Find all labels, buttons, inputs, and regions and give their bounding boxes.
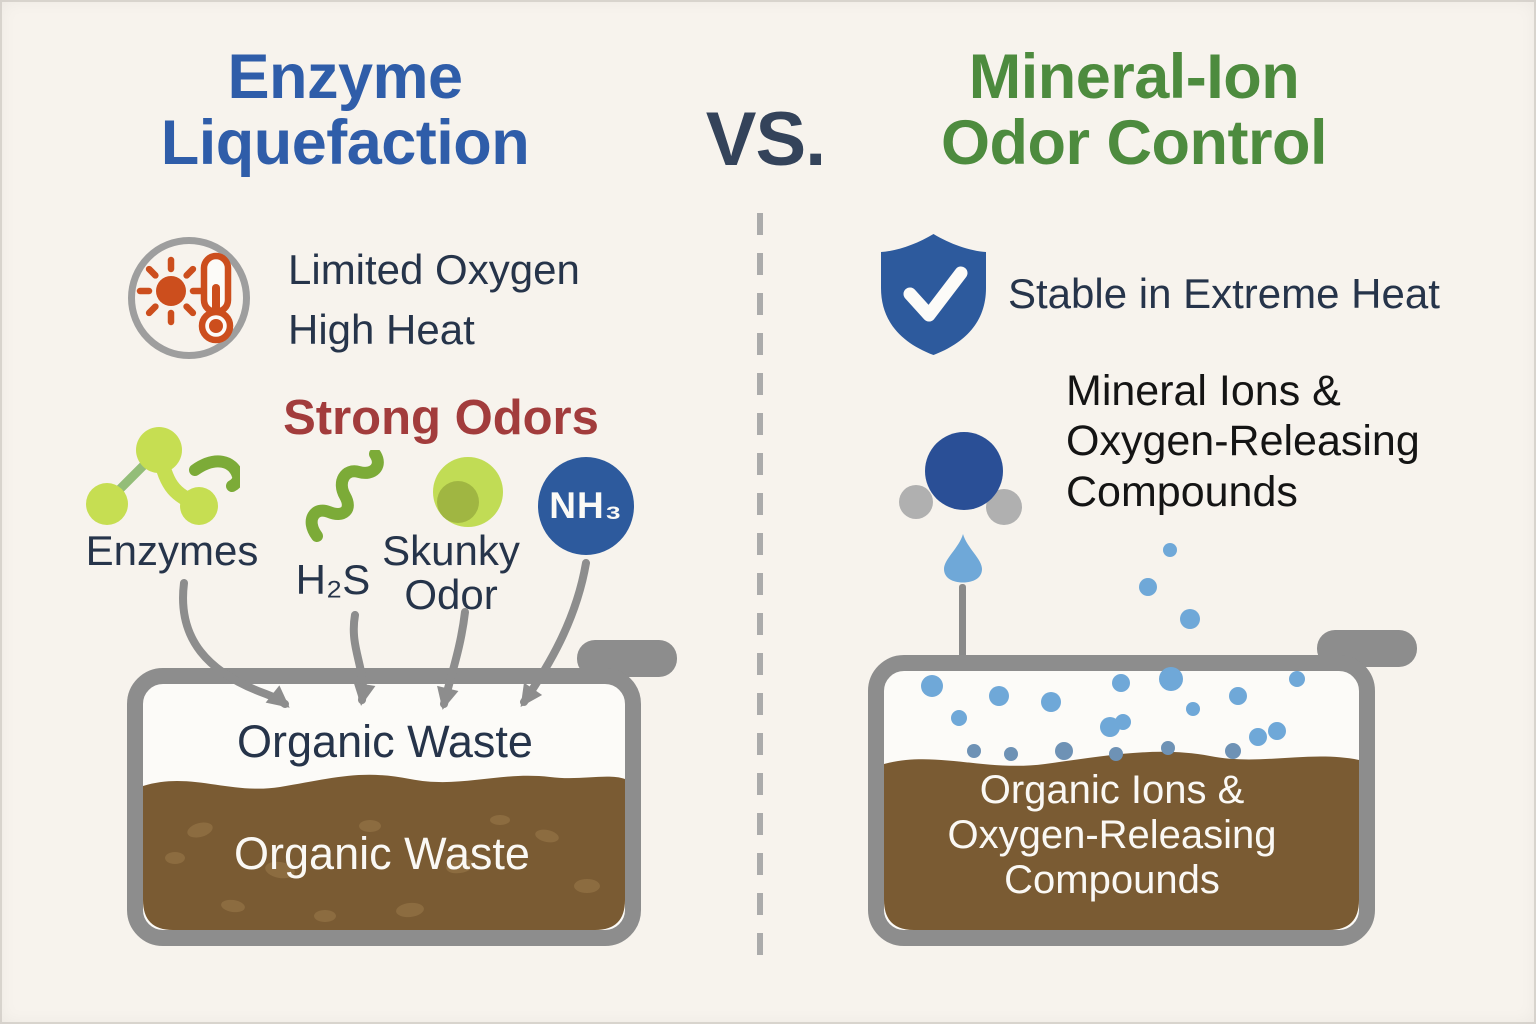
left-title: Enzyme Liquefaction bbox=[85, 44, 605, 176]
right-tank-line3: Compounds bbox=[1004, 857, 1220, 902]
condition-high-heat: High Heat bbox=[288, 306, 475, 353]
water-molecule-icon bbox=[899, 432, 1022, 525]
right-tank-line1: Organic Ions & bbox=[979, 768, 1245, 812]
falling-mineral-dots bbox=[1139, 543, 1200, 629]
submerged-bubbles bbox=[967, 741, 1241, 761]
sun-icon bbox=[136, 256, 206, 326]
arrow-h2s bbox=[349, 611, 376, 706]
skunky-label-line2: Odor bbox=[404, 571, 498, 619]
left-tank-surface-label: Organic Waste bbox=[237, 716, 533, 767]
skunky-odor-spot bbox=[437, 481, 479, 523]
left-tank-sludge-label: Organic Waste bbox=[234, 828, 530, 879]
oxygen-bubbles bbox=[921, 667, 1305, 746]
thermometer-icon bbox=[198, 252, 234, 344]
skunky-label-line1: Skunky bbox=[382, 527, 520, 574]
compounds-line1: Mineral Ions & bbox=[1066, 367, 1341, 415]
enzymes-label: Enzymes bbox=[85, 527, 259, 574]
shield-check-icon bbox=[881, 234, 986, 355]
left-title-line2: Liquefaction bbox=[160, 108, 530, 179]
mineral-compounds-label: Mineral Ions & Oxygen-Releasing Compound… bbox=[1066, 366, 1486, 517]
stable-heat-label: Stable in Extreme Heat bbox=[1008, 270, 1440, 317]
dosing-tube bbox=[959, 584, 966, 702]
right-title: Mineral-Ion Odor Control bbox=[878, 44, 1390, 176]
arrow-nh3 bbox=[520, 559, 590, 707]
droplet-icon bbox=[944, 534, 982, 583]
skunky-odor-label: Skunky Odor bbox=[351, 527, 551, 619]
condition-limited-oxygen: Limited Oxygen bbox=[288, 246, 580, 293]
arrow-skunky bbox=[437, 608, 469, 710]
enzyme-molecule-icon bbox=[86, 427, 240, 525]
sludge bbox=[143, 774, 625, 930]
dashed-divider bbox=[757, 213, 763, 965]
nh3-label: NH₃ bbox=[549, 485, 623, 526]
sun-core bbox=[156, 276, 186, 306]
sludge bbox=[884, 751, 1359, 930]
h2s-label: H₂S bbox=[295, 556, 371, 603]
right-title-line1: Mineral-Ion bbox=[968, 42, 1300, 112]
right-waste-tank bbox=[868, 630, 1417, 946]
left-waste-tank bbox=[127, 640, 677, 946]
heat-icon bbox=[128, 237, 250, 359]
right-tank-line2: Oxygen-Releasing bbox=[947, 812, 1277, 857]
compounds-line3: Compounds bbox=[1066, 467, 1298, 516]
vs-label: VS. bbox=[705, 97, 827, 182]
right-title-line2: Odor Control bbox=[941, 108, 1327, 179]
h2s-squiggle-icon bbox=[305, 450, 384, 542]
strong-odors-heading: Strong Odors bbox=[283, 391, 599, 445]
left-title-line1: Enzyme bbox=[227, 42, 463, 112]
tank-handle bbox=[577, 640, 677, 677]
compounds-line2: Oxygen-Releasing bbox=[1066, 417, 1420, 466]
sludge-speckles bbox=[165, 815, 600, 922]
nh3-molecule-icon: NH₃ bbox=[538, 457, 634, 555]
checkmark-icon bbox=[903, 266, 968, 322]
sun-thermometer-icon bbox=[136, 252, 234, 344]
flow-arrows bbox=[179, 559, 590, 710]
right-tank-sludge-label: Organic Ions & Oxygen-Releasing Compound… bbox=[912, 768, 1312, 902]
arrow-enzymes bbox=[179, 579, 290, 708]
skunky-odor-icon bbox=[433, 457, 503, 527]
